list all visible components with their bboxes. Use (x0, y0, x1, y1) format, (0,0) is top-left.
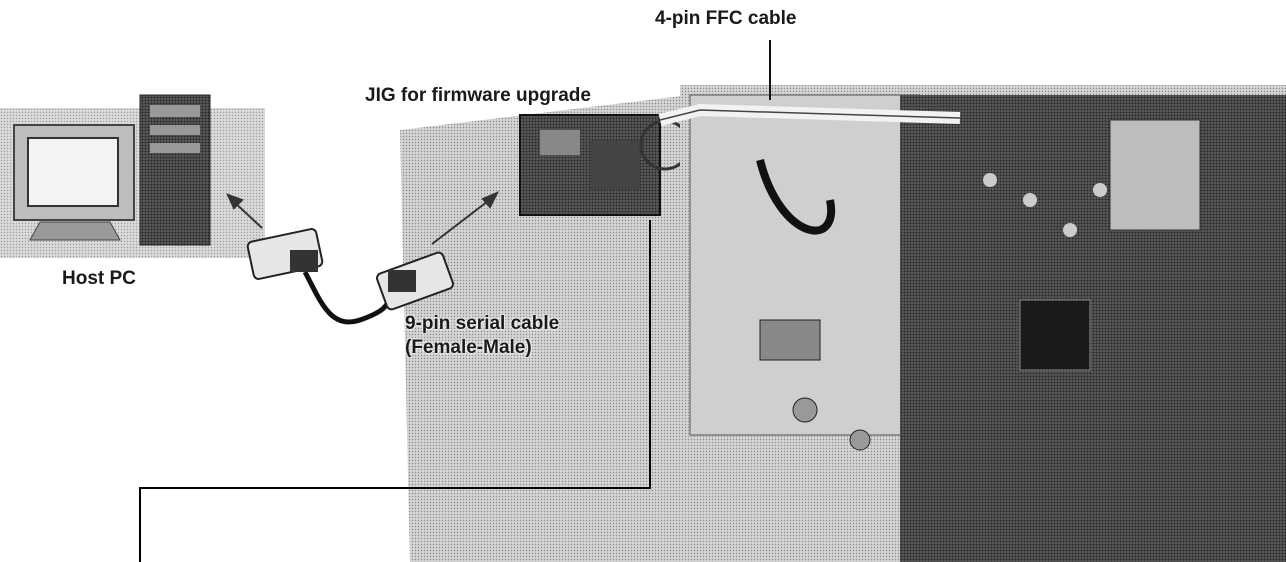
ffc-cable-label: 4-pin FFC cable (655, 8, 797, 29)
device-circuit-board (680, 85, 1286, 562)
serial-cable (246, 228, 454, 325)
serial-cable-label: 9-pin serial cable (Female-Male) (405, 312, 559, 360)
leader-line (139, 220, 651, 562)
host-pc-icon (13, 94, 211, 246)
serial-cable-label-line2: (Female-Male) (405, 337, 532, 358)
host-pc-label: Host PC (62, 268, 136, 289)
jig-board (519, 114, 691, 216)
serial-cable-label-line1: 9-pin serial cable (405, 313, 560, 334)
connector-arrows (226, 191, 500, 245)
jig-label: JIG for firmware upgrade (365, 85, 591, 106)
ffc-cable (658, 40, 961, 126)
